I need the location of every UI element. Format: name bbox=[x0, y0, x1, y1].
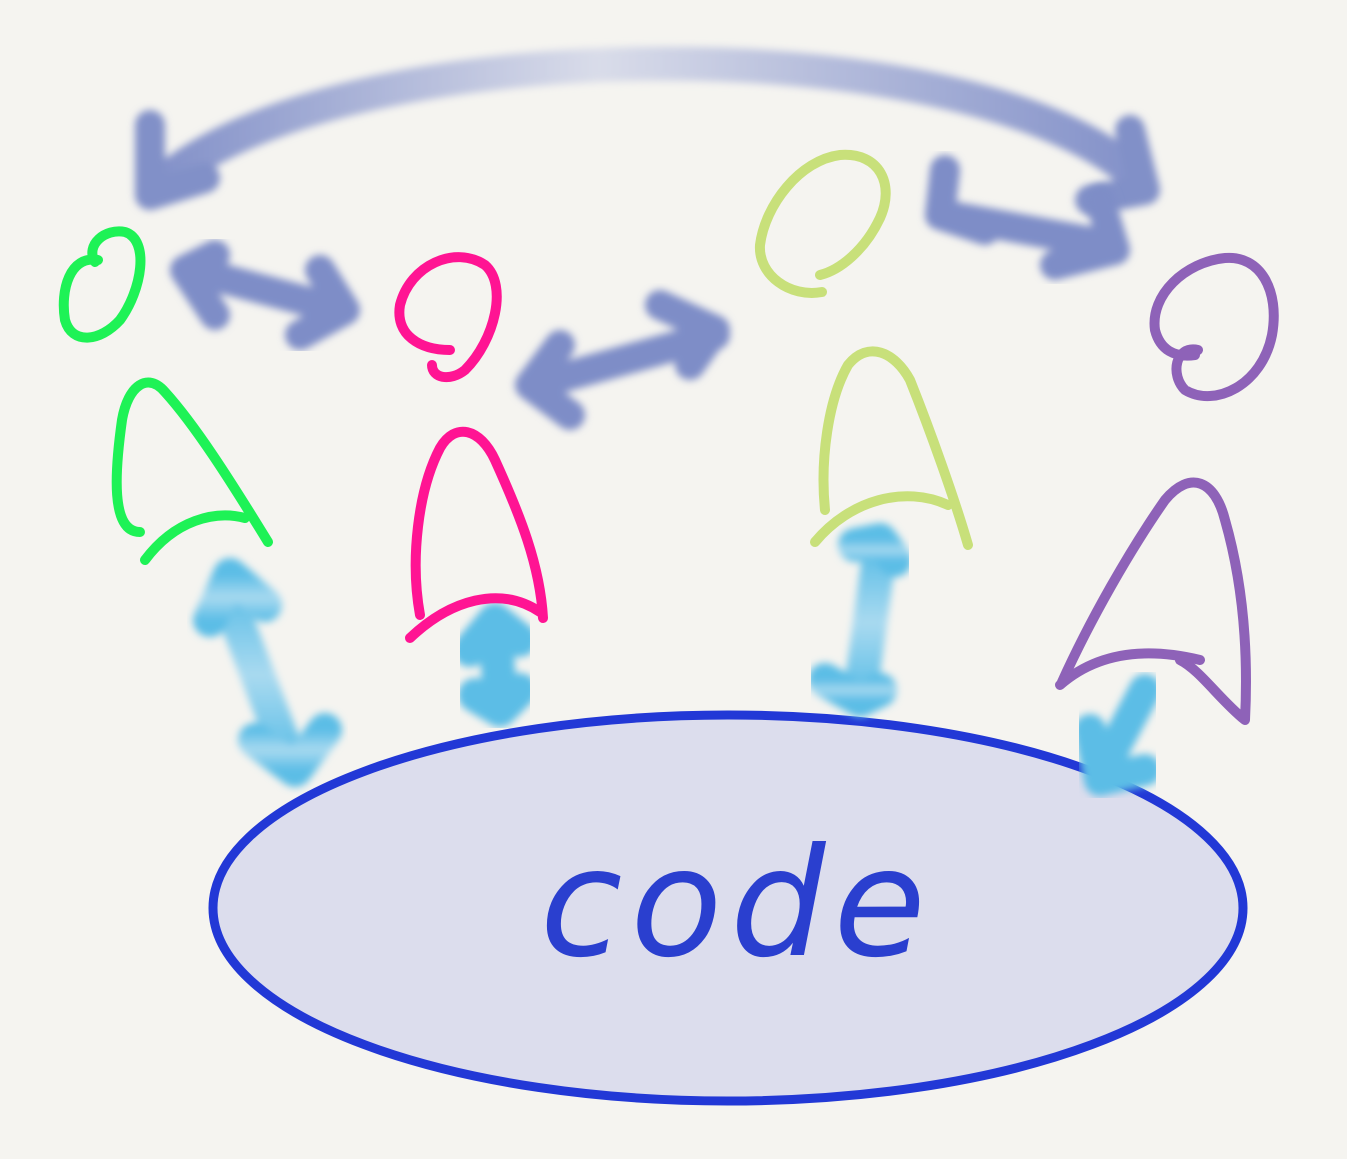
person-pink-head bbox=[394, 252, 502, 383]
code-arrow-purple bbox=[1074, 674, 1161, 796]
person-green-head bbox=[58, 226, 146, 343]
person-purple-body bbox=[1057, 477, 1251, 725]
person-green bbox=[58, 226, 273, 565]
person-pink-body bbox=[410, 426, 548, 623]
person-green-arms bbox=[140, 510, 250, 565]
code-repository bbox=[208, 710, 1248, 1106]
person-lime-head bbox=[754, 149, 891, 298]
person-purple bbox=[1055, 252, 1279, 725]
person-lime-body bbox=[818, 346, 973, 550]
person-lime bbox=[754, 149, 973, 550]
person-green-body bbox=[111, 377, 273, 547]
person-purple-head bbox=[1149, 252, 1279, 402]
person-pink-arms bbox=[405, 593, 545, 643]
person-lime-arms bbox=[810, 491, 953, 547]
code-arrow-pink bbox=[453, 603, 537, 727]
person-pink bbox=[394, 252, 548, 643]
code-label: code bbox=[540, 817, 934, 991]
code-arrow-green bbox=[193, 558, 342, 787]
peer-arrow-green-pink bbox=[170, 240, 360, 350]
peer-arrow-lime-purple bbox=[925, 155, 1130, 280]
peer-arrow-green-purple bbox=[135, 46, 1160, 215]
code-arrow-lime bbox=[808, 523, 912, 717]
person-purple-arms bbox=[1055, 648, 1205, 690]
peer-arrow-pink-lime bbox=[515, 290, 730, 430]
